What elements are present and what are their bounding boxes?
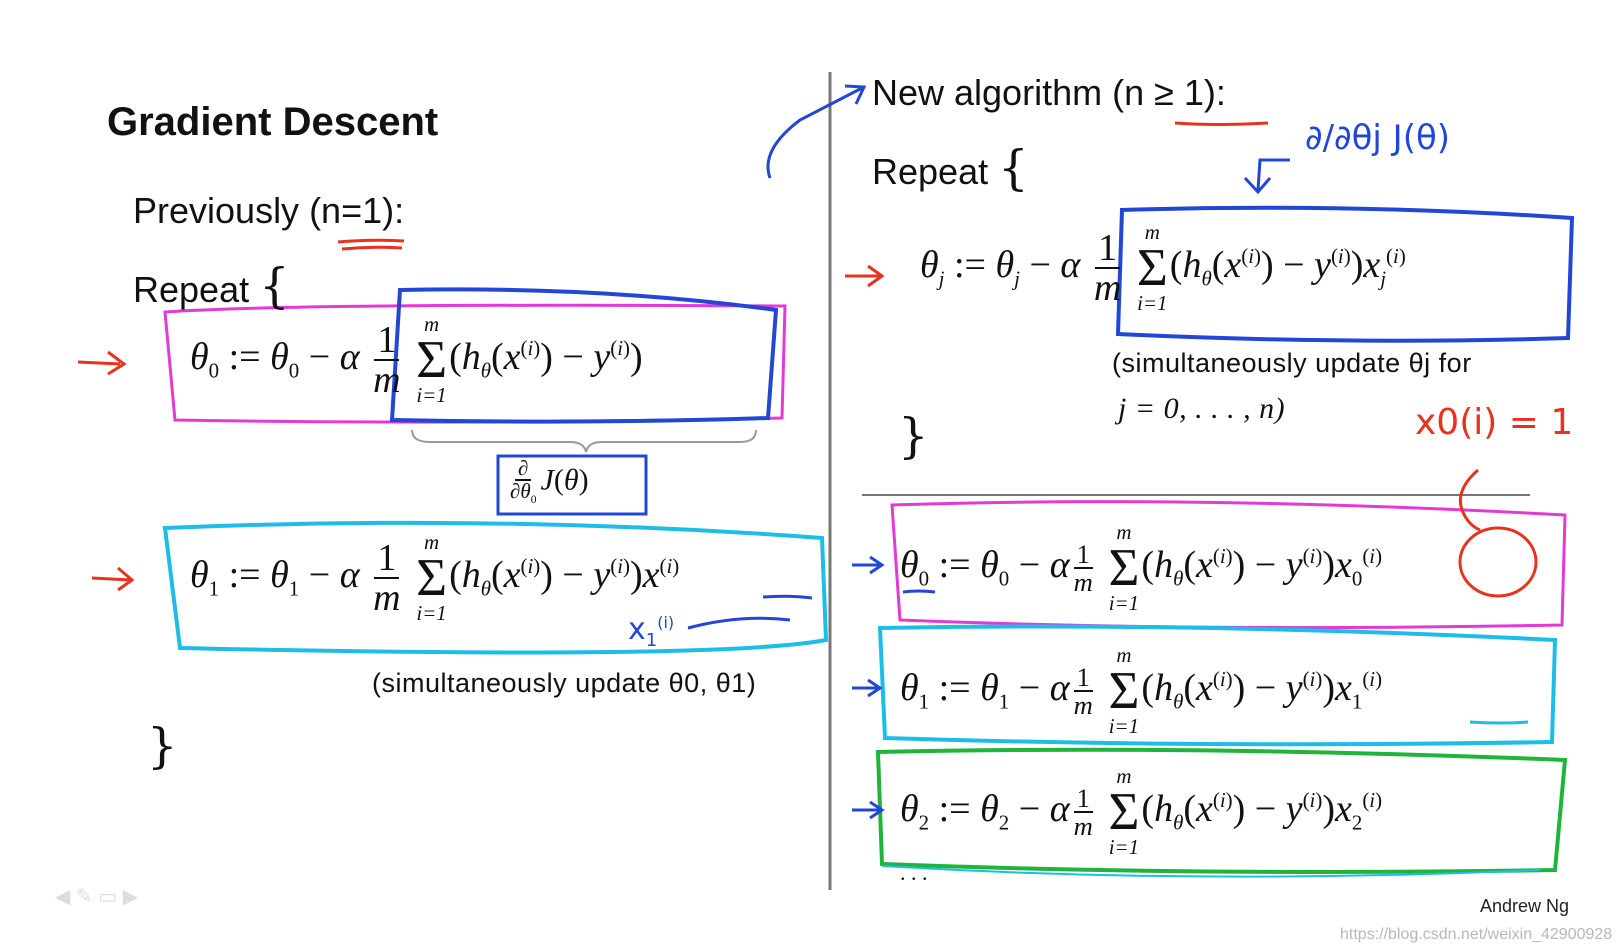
author-credit: Andrew Ng	[1480, 896, 1570, 916]
blue-box-derivative	[496, 454, 648, 516]
pink-box-left-theta0	[163, 303, 787, 424]
handwritten-x0-equals-1: x0(i) = 1	[1415, 402, 1574, 443]
blue-box-left-sum	[389, 287, 779, 424]
right-repeat-label: Repeat {	[872, 140, 1029, 196]
left-close-brace: }	[147, 718, 178, 774]
underline-n-ge-1	[1174, 121, 1269, 126]
blue-arrow-new-algorithm	[766, 84, 867, 179]
watermark: https://blog.csdn.net/weixin_42900928	[1340, 926, 1613, 943]
red-circle-x0	[1458, 526, 1538, 598]
right-note-line1: (simultaneously update θj for	[1112, 348, 1472, 378]
left-repeat-label: Repeat {	[133, 258, 290, 314]
underbrace-left	[411, 429, 757, 453]
red-arrow-left-1	[77, 350, 127, 376]
right-ellipsis: . . .	[900, 860, 928, 885]
page-title: Gradient Descent	[107, 100, 439, 144]
cyan-box-left-theta1	[162, 520, 829, 655]
left-heading: Previously (n=1):	[133, 190, 405, 231]
handwritten-derivative: ∂/∂θj J(θ)	[1305, 118, 1451, 158]
handwritten-x1: x1(i)	[628, 612, 675, 651]
right-heading: New algorithm (n ≥ 1):	[872, 72, 1226, 113]
blue-box-right-thetaj	[1115, 205, 1575, 343]
right-close-brace: }	[898, 408, 929, 464]
underline-n1	[337, 238, 405, 244]
green-box-right-theta2	[875, 747, 1568, 874]
cyan-box-right-theta1	[877, 624, 1558, 747]
right-note-line2: j = 0, . . . , n)	[1118, 392, 1286, 425]
player-controls-icon[interactable]: ◀ ✎ ▭ ▶	[55, 886, 139, 908]
left-note: (simultaneously update θ0, θ1)	[372, 668, 757, 698]
red-arrow-left-2	[91, 566, 135, 592]
